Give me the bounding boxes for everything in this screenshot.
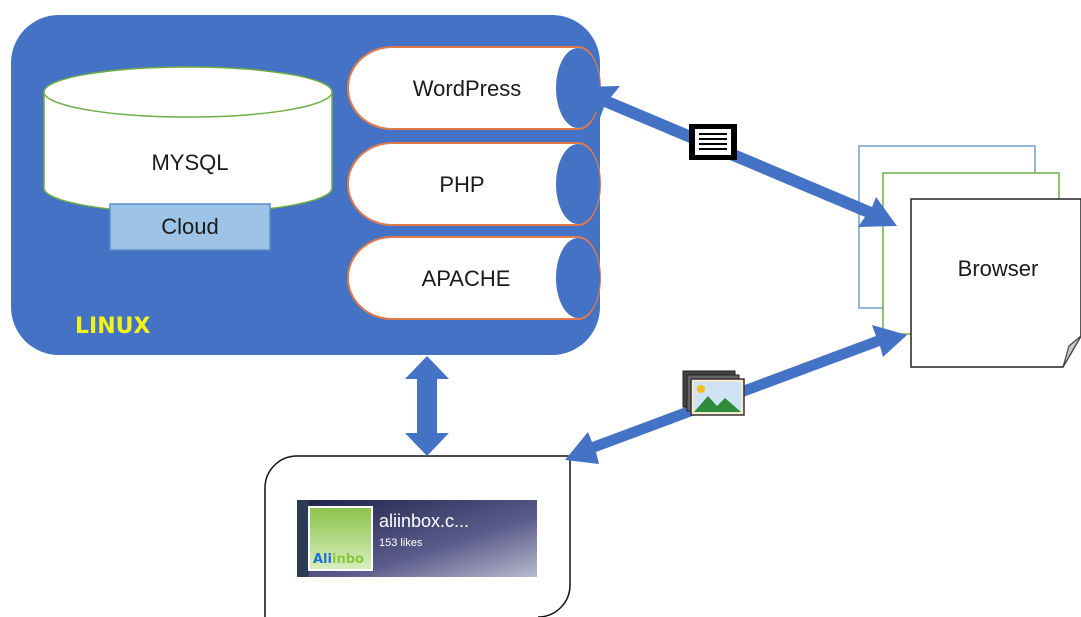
apache-label: APACHE bbox=[422, 266, 511, 291]
linux-label: LINUX bbox=[75, 314, 150, 339]
wordpress-label: WordPress bbox=[413, 76, 521, 101]
browser-label: Browser bbox=[958, 256, 1039, 281]
images-icon bbox=[682, 370, 745, 416]
facebook-page-card: Aliinbo aliinbox.c... 153 likes bbox=[297, 500, 537, 577]
browser-page-front bbox=[910, 198, 1081, 368]
browser-pages: Browser bbox=[858, 145, 1081, 368]
cloud-box: Cloud bbox=[109, 203, 271, 251]
stack-layer-apache: APACHE bbox=[347, 236, 601, 320]
php-label: PHP bbox=[439, 172, 484, 197]
arrow-wordpress-to-browser bbox=[581, 86, 897, 227]
document-icon bbox=[689, 124, 737, 160]
arrow-linux-to-widget bbox=[405, 356, 449, 456]
facebook-page-name[interactable]: aliinbox.c... bbox=[379, 511, 469, 531]
aliinbox-logo-text: Aliinbo bbox=[313, 552, 364, 567]
mysql-label: MYSQL bbox=[151, 150, 228, 175]
cloud-label: Cloud bbox=[161, 214, 218, 239]
facebook-likes-count: 153 likes bbox=[379, 537, 423, 549]
stack-layer-wordpress: WordPress bbox=[347, 46, 601, 130]
stack-layer-php: PHP bbox=[347, 142, 601, 226]
aliinbox-logo bbox=[308, 506, 373, 571]
mysql-database-cylinder: MYSQL bbox=[43, 66, 333, 214]
page-curl-icon bbox=[1062, 335, 1081, 368]
